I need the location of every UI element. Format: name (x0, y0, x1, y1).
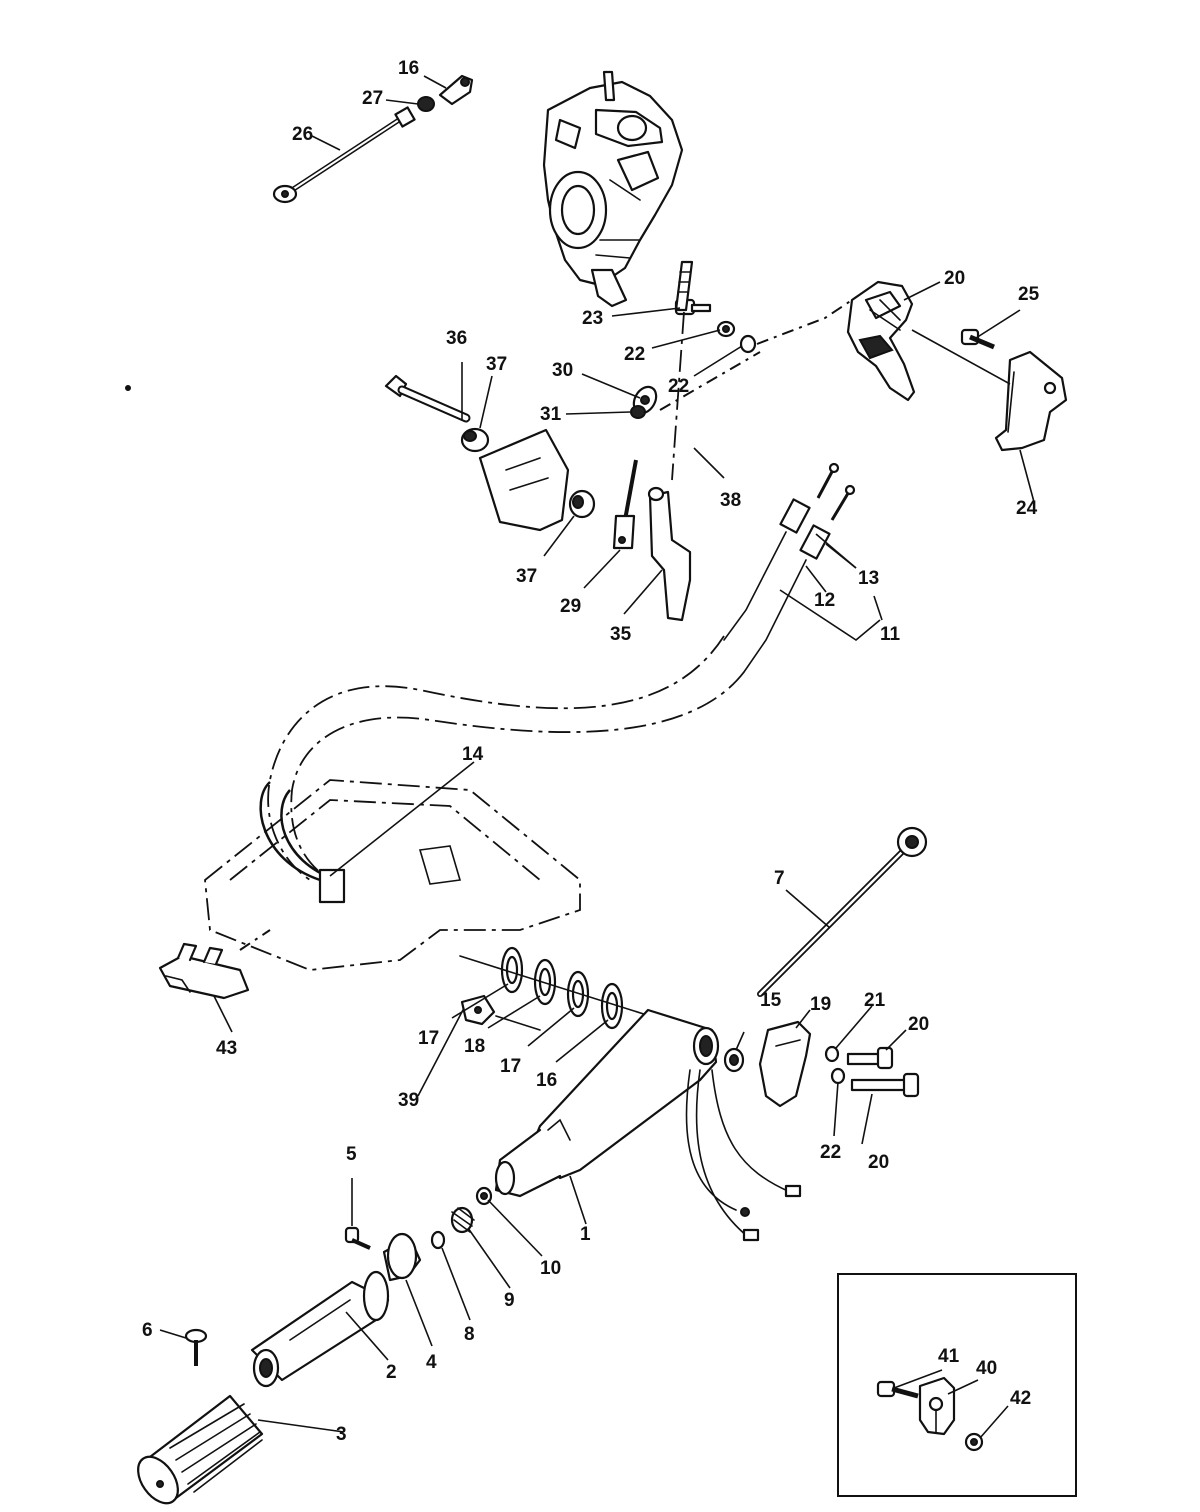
callout-34: 31 (540, 404, 562, 425)
callout-43: 43 (216, 1038, 237, 1059)
callout-31: 27 (362, 88, 383, 109)
callout-4: 4 (426, 1352, 437, 1373)
grip-hardware (344, 1186, 493, 1282)
callout-36: 36 (446, 328, 467, 349)
callout-33: 30 (552, 360, 573, 381)
linkage-hardware (632, 295, 859, 415)
throttle-link-rod (272, 74, 474, 204)
callout-16: 16 (536, 1070, 557, 1091)
callout-25: 22 (624, 344, 645, 365)
callout-14: 14 (462, 744, 484, 765)
callout-15: 15 (760, 990, 782, 1011)
callout-37-bottom: 37 (516, 566, 537, 587)
throttle-shaft (250, 1270, 390, 1388)
callout-10: 10 (540, 1258, 561, 1279)
steering-bracket (204, 779, 581, 971)
callout-6: 6 (142, 1320, 153, 1341)
callout-labels: 16 27 26 20 25 23 22 22 36 37 30 31 38 2… (142, 58, 1040, 1445)
callout-2: 2 (386, 1362, 397, 1383)
callout-42: 42 (1010, 1388, 1031, 1409)
callout-29: 26 (292, 124, 313, 145)
callout-3: 3 (336, 1424, 347, 1445)
part-39 (460, 994, 541, 1031)
callout-7: 7 (774, 868, 785, 889)
callout-19: 19 (810, 994, 831, 1015)
callout-38: 38 (720, 490, 741, 511)
shift-linkage (612, 260, 694, 622)
callout-8: 8 (464, 1324, 475, 1345)
callout-40: 40 (976, 1358, 997, 1379)
callout-22-bottom: 22 (820, 1142, 841, 1163)
bracket (911, 329, 1068, 452)
callout-9: 9 (504, 1290, 515, 1311)
cable-route (290, 671, 745, 881)
tiller-handle (494, 1008, 802, 1242)
callout-5: 5 (346, 1144, 357, 1165)
callout-21: 20 (908, 1014, 929, 1035)
grip-screw (184, 1328, 208, 1366)
callout-32: 29 (560, 596, 581, 617)
pivot-bolt (384, 374, 596, 532)
callout-27: 24 (1016, 498, 1038, 519)
cable-clip (158, 929, 271, 1000)
callout-12: 12 (814, 590, 835, 611)
callout-37-top: 37 (486, 354, 507, 375)
washers (459, 946, 651, 1030)
callout-41: 41 (938, 1346, 960, 1367)
callout-39: 39 (398, 1090, 419, 1111)
callout-1: 1 (580, 1224, 591, 1245)
throttle-cam (846, 280, 916, 402)
callout-24: 22 (668, 376, 689, 397)
callout-23: 20 (944, 268, 965, 289)
cable-route (267, 635, 725, 881)
shift-rod (757, 826, 928, 997)
callout-20: 20 (868, 1152, 889, 1173)
callout-26: 23 (582, 308, 603, 329)
friction-assembly (723, 1020, 920, 1108)
detail-inset (837, 1273, 1077, 1497)
callout-30: 16 (398, 58, 419, 79)
carburetor (542, 70, 684, 308)
cam-screw (960, 328, 995, 350)
control-cables (723, 462, 856, 673)
callout-17-right: 17 (500, 1056, 521, 1077)
callout-13: 13 (858, 568, 879, 589)
callout-18: 18 (464, 1036, 485, 1057)
callout-11: 11 (880, 624, 901, 645)
stray-mark (125, 385, 131, 391)
throttle-grip (137, 1394, 264, 1505)
leader-lines (159, 75, 1035, 1439)
callout-17-left: 17 (418, 1028, 439, 1049)
callout-28: 25 (1018, 284, 1040, 305)
callout-35: 35 (610, 624, 632, 645)
callout-22-top: 21 (864, 990, 886, 1011)
